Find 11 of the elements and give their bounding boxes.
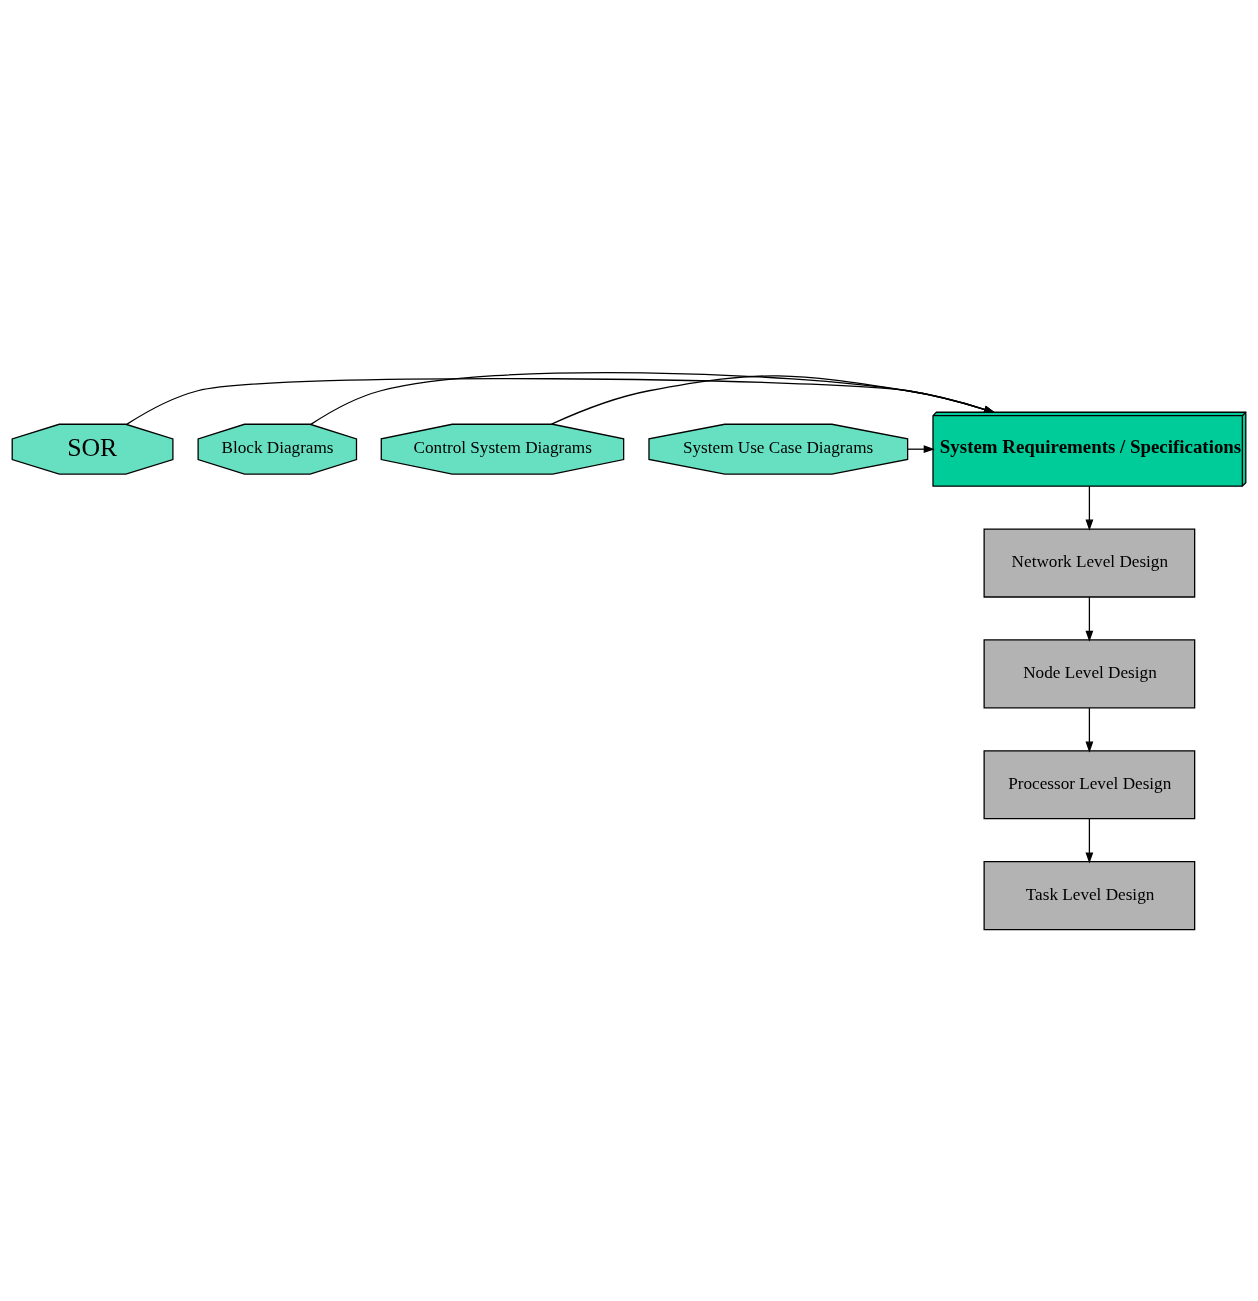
arrow bbox=[550, 374, 996, 425]
arrow bbox=[1085, 817, 1094, 864]
arrow bbox=[1085, 596, 1094, 642]
node-box: Node Level Design bbox=[983, 638, 1196, 708]
arrow bbox=[310, 371, 996, 425]
node-box: Network Level Design bbox=[983, 527, 1196, 598]
node-box: Task Level Design bbox=[983, 860, 1196, 930]
node-box: Processor Level Design bbox=[983, 749, 1196, 819]
arrow bbox=[1085, 706, 1094, 753]
arrow bbox=[1085, 485, 1094, 531]
arrow bbox=[126, 377, 996, 425]
